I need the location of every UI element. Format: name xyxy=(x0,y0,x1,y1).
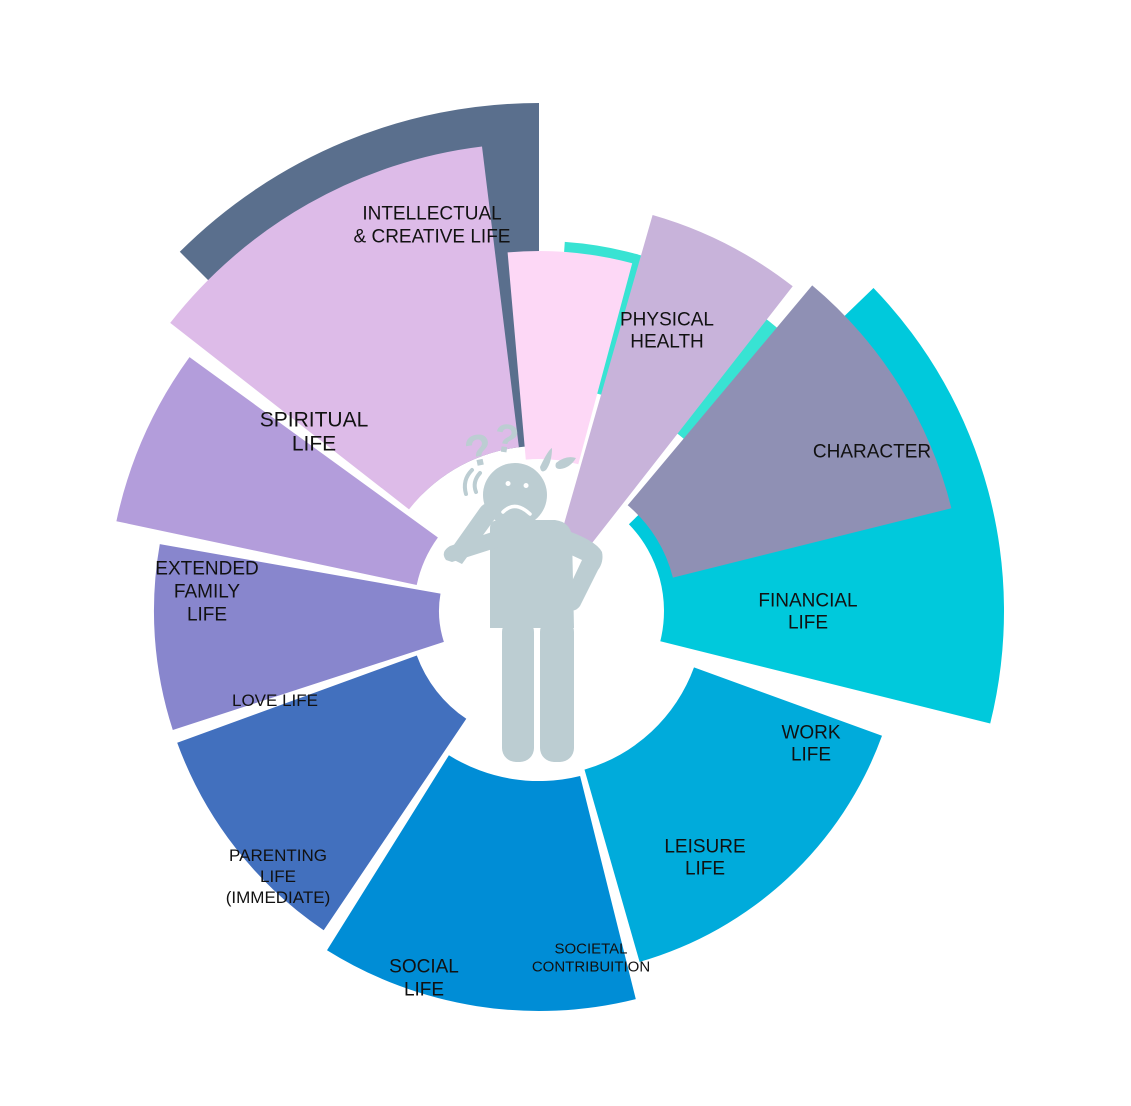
segment-label-line: CONTRIBUITION xyxy=(532,958,650,975)
segment-label-line: HEALTH xyxy=(630,332,704,353)
segment-label-line: & CREATIVE LIFE xyxy=(354,227,511,248)
segment-label-line: INTELLECTUAL xyxy=(362,204,501,225)
segment-label-line: SOCIAL xyxy=(389,957,459,978)
confused-person-icon: ? ? xyxy=(443,416,603,762)
segment-label-line: WORK xyxy=(781,723,840,744)
question-mark-icon: ? xyxy=(491,416,521,463)
segments-layer xyxy=(116,103,1005,1011)
segment-label-line: (IMMEDIATE) xyxy=(226,888,331,907)
segment-label-line: SOCIETAL xyxy=(554,940,627,957)
segment-label-line: LOVE LIFE xyxy=(232,691,318,710)
confusion-lines-icon xyxy=(462,468,474,496)
segment-label-line: PHYSICAL xyxy=(620,310,714,331)
segment-label-line: CHARACTER xyxy=(813,442,931,463)
segment-spiritual xyxy=(627,285,952,578)
segment-label-line: LIFE xyxy=(404,980,444,1001)
segment-label-line: SPIRITUAL xyxy=(260,408,369,431)
sweat-drop-icon xyxy=(540,448,552,472)
segment-label-line: LIFE xyxy=(187,605,227,626)
segment-label-line: LIFE xyxy=(791,745,831,766)
segment-label-intellectual: INTELLECTUAL& CREATIVE LIFE xyxy=(354,204,511,248)
segment-love xyxy=(507,251,633,465)
segment-label-love: LOVE LIFE xyxy=(232,691,318,710)
segment-leisure xyxy=(177,655,467,931)
confusion-lines-icon xyxy=(472,471,482,494)
segment-label-line: LIFE xyxy=(292,432,336,455)
segment-extended xyxy=(562,215,793,545)
segment-label-line: FAMILY xyxy=(174,582,240,603)
segment-parenting xyxy=(170,146,519,510)
segment-label-line: LIFE xyxy=(685,859,725,880)
segment-work xyxy=(327,755,636,1011)
segment-societal xyxy=(153,544,444,730)
segment-label-line: LIFE xyxy=(788,613,828,634)
segment-label-line: FINANCIAL xyxy=(758,591,857,612)
segment-label-line: EXTENDED xyxy=(155,559,258,580)
segment-label-line: LEISURE xyxy=(664,837,745,858)
sweat-drop-icon xyxy=(555,457,576,469)
segment-label-parenting: PARENTING LIFE (IMMEDIATE) xyxy=(226,846,331,907)
segment-label-character: CHARACTER xyxy=(813,442,931,463)
segment-label-line: LIFE xyxy=(260,867,296,886)
segment-social xyxy=(116,357,438,585)
segment-financial xyxy=(584,667,882,962)
segment-label-line: PARENTING xyxy=(229,846,327,865)
